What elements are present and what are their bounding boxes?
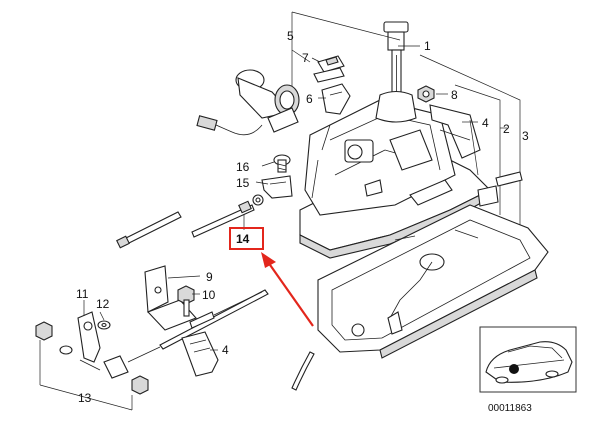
clip-part-15 bbox=[261, 175, 293, 199]
location-marker-icon bbox=[509, 364, 519, 374]
shift-cable-rod bbox=[191, 194, 264, 238]
callout-5: 5 bbox=[287, 29, 294, 43]
shift-lever bbox=[375, 21, 417, 123]
callout-1: 1 bbox=[424, 39, 431, 53]
callout-6: 6 bbox=[306, 92, 313, 106]
callout-3: 3 bbox=[522, 129, 529, 143]
bracket-part-6 bbox=[321, 83, 351, 115]
callout-13: 13 bbox=[78, 391, 92, 405]
retaining-pin-part-2 bbox=[477, 171, 523, 207]
callout-4-upper: 4 bbox=[482, 116, 489, 130]
callout-7: 7 bbox=[302, 51, 309, 65]
selector-cable bbox=[127, 289, 315, 391]
callout-11: 11 bbox=[76, 287, 89, 301]
washer-part-12 bbox=[97, 320, 111, 330]
lower-frame-lines bbox=[39, 340, 133, 411]
nut-part-8 bbox=[417, 85, 435, 103]
lever-part-11 bbox=[77, 311, 101, 363]
connector-part bbox=[313, 55, 345, 83]
callout-15: 15 bbox=[236, 176, 250, 190]
callout-16: 16 bbox=[236, 160, 250, 174]
cable-bracket-part-4 bbox=[181, 331, 219, 377]
cable-end-rod bbox=[116, 211, 182, 249]
lever-bracket-part-9 bbox=[144, 265, 197, 331]
highlighted-callout-14: 14 bbox=[229, 227, 264, 250]
selector-cover-plate bbox=[317, 204, 549, 359]
callout-12: 12 bbox=[96, 297, 110, 311]
callout-labels: 1 2 3 4 4 5 6 7 8 9 10 11 12 13 15 16 bbox=[76, 29, 529, 405]
callout-10: 10 bbox=[202, 288, 216, 302]
screw-part-16 bbox=[273, 154, 291, 173]
highlight-box bbox=[229, 227, 264, 250]
callout-4-lower: 4 bbox=[222, 343, 229, 357]
vehicle-location-inset bbox=[479, 326, 577, 393]
red-arrow bbox=[261, 252, 314, 327]
callout-14: 14 bbox=[236, 232, 250, 246]
callout-8: 8 bbox=[451, 88, 458, 102]
callout-2: 2 bbox=[503, 122, 510, 136]
shift-lock-solenoid bbox=[196, 69, 300, 136]
hardware-part-13 bbox=[35, 321, 149, 395]
car-silhouette-icon bbox=[485, 341, 573, 384]
callout-9: 9 bbox=[206, 270, 213, 284]
bolt-part-10 bbox=[177, 285, 195, 317]
leader-lines bbox=[83, 45, 507, 351]
diagram-id: 00011863 bbox=[488, 403, 532, 414]
adjuster-rod bbox=[189, 291, 263, 329]
